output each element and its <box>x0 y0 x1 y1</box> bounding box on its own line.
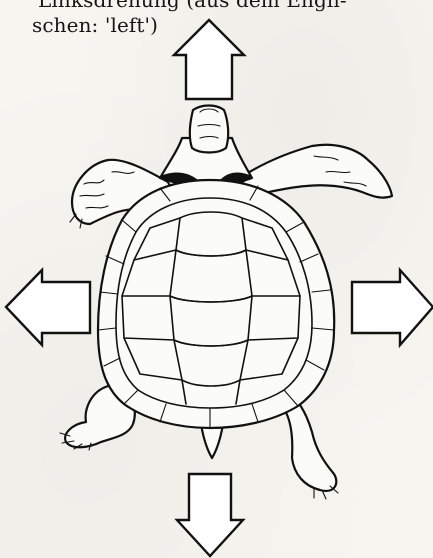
arrow-left-icon[interactable] <box>6 270 90 345</box>
arrow-up-icon[interactable] <box>174 20 244 99</box>
turtle-head <box>190 106 228 153</box>
turtle-illustration <box>60 106 392 500</box>
arrow-down-icon[interactable] <box>177 474 243 556</box>
arrow-right-icon[interactable] <box>352 270 433 345</box>
turtle-shell <box>98 180 334 428</box>
